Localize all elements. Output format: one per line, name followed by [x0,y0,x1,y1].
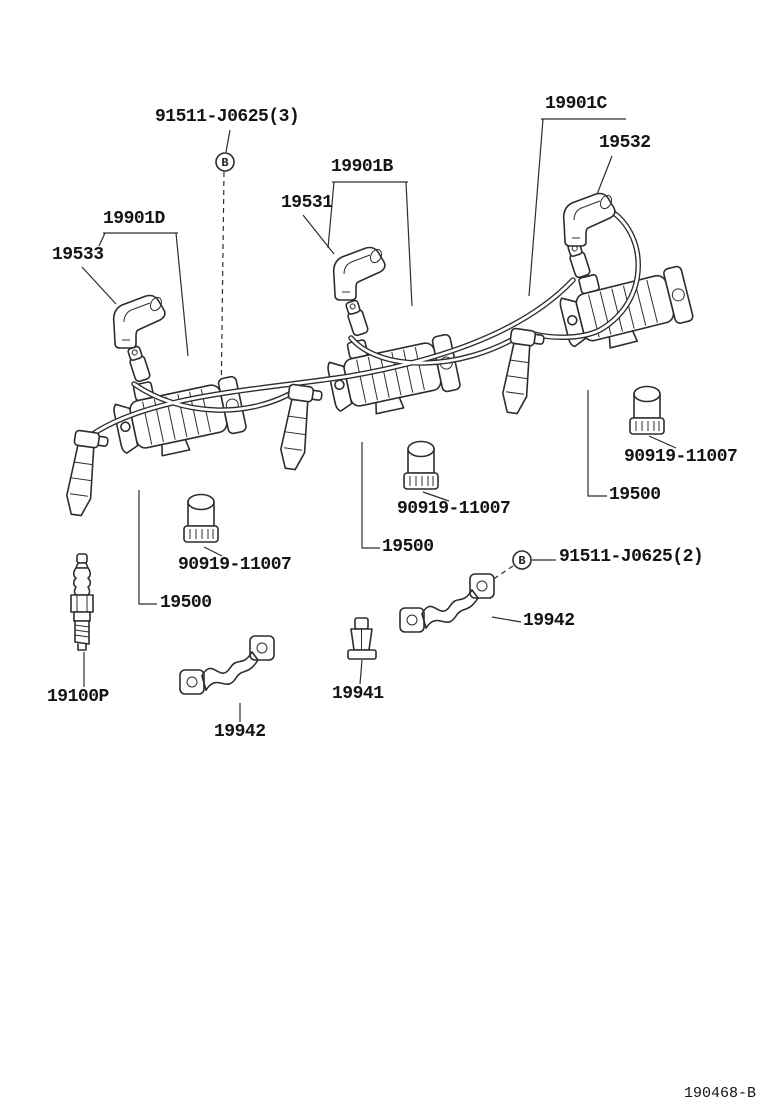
grommet-19532-part [562,192,616,247]
wire-elbow-left [125,344,152,384]
bolt-marker-letter-right: B [518,554,525,568]
label-grommet-19533: 19533 [52,245,104,265]
label-bolt-91511-top: 91511-J0625(3) [155,107,300,127]
ignition-coil-center [322,321,464,423]
label-clamp-19942-bottom: 19942 [214,722,266,742]
label-wire-set-19901b: 19901B [331,157,393,177]
label-coil-19500-left: 19500 [160,593,212,613]
label-clamp-19942-right: 19942 [523,611,575,631]
clamp-19942-bottom-part [179,635,275,695]
cap-90919-right-part [629,385,665,435]
spark-plug-wires [87,205,641,439]
bolt-marker-circle-top [215,152,235,172]
wire-elbow-center [343,298,370,338]
label-cap-90919-left: 90919-11007 [178,555,292,575]
cap-90919-left-part [183,493,219,543]
label-cap-90919-center: 90919-11007 [397,499,511,519]
spark-plug-part [70,553,94,651]
label-cap-90919-right: 90919-11007 [624,447,738,467]
label-bolt-91511-right: 91511-J0625(2) [559,547,704,567]
bolt-marker-circle-right [512,550,532,570]
grommet-19531-part [332,246,386,301]
label-coil-19500-right: 19500 [609,485,661,505]
label-coil-19500-center: 19500 [382,537,434,557]
leader-lines [81,118,677,722]
clamp-19941-part [347,617,377,660]
plug-boot-left [63,429,110,519]
cap-90919-center-part [403,440,439,490]
drawing-code: 190468-B [684,1085,757,1102]
label-spark-plug-19100p: 19100P [47,687,109,707]
clamp-19942-right-part [399,573,495,633]
label-wire-set-19901c: 19901C [545,94,607,114]
label-grommet-19532: 19532 [599,133,651,153]
label-wire-set-19901d: 19901D [103,209,165,229]
label-clamp-19941: 19941 [332,684,384,704]
label-grommet-19531: 19531 [281,193,333,213]
grommet-19533-part [112,294,166,349]
wire-elbow-right [565,240,592,280]
bolt-marker-letter-top: B [221,156,228,170]
